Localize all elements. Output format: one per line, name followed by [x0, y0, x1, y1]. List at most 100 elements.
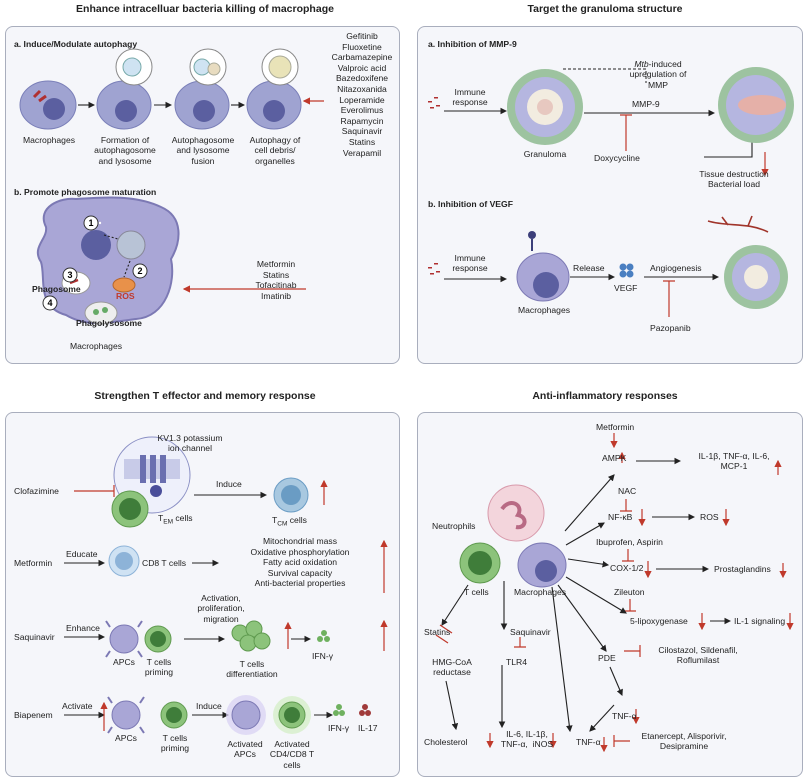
tem-sub: EM [163, 518, 173, 526]
kv13-label: KV1.3 potassium ion channel [157, 433, 223, 454]
enhance-label: Enhance [66, 623, 100, 633]
ampk-label: AMPK [602, 453, 627, 463]
saquinavir-label-br: Saquinavir [510, 627, 551, 637]
zileuton-label: Zileuton [614, 587, 645, 597]
tcm-label: TCM cells [272, 515, 307, 530]
drug-item: Verapamil [342, 147, 382, 158]
apcs-label-2: APCs [115, 733, 137, 743]
il17-icon [359, 704, 371, 716]
step-3-label: 3 [67, 270, 72, 280]
neutrophils-label: Neutrophils [432, 521, 476, 531]
subheading-phagosome: b. Promote phagosome maturation [14, 187, 157, 197]
pde-label: PDE [598, 653, 616, 663]
vascularized-granuloma-icon [707, 215, 788, 309]
nac-label: NAC [618, 486, 637, 496]
t-cell-icon [459, 542, 501, 584]
tissue-destruction-label: Tissue destruction Bacterial load [699, 169, 769, 190]
tem-label: TEM cells [158, 513, 193, 528]
title-bottom-left: Strengthen T effector and memory respons… [94, 390, 316, 402]
drug-item: Nitazoxanida [337, 83, 387, 94]
ros-label: ROS [116, 291, 135, 301]
activated-apc-icon [226, 695, 266, 735]
drug-item: Saquinavir [341, 126, 383, 137]
cholesterol-label: Cholesterol [424, 737, 468, 747]
prostaglandins-label: Prostaglandins [714, 564, 771, 574]
apc-cell-icon-2 [107, 696, 145, 734]
ifng-icon-1 [317, 630, 330, 642]
panel-autophagy-graphics: 1 2 3 4 [19, 48, 324, 325]
bacteria-icon [428, 97, 440, 275]
drug-item: Imatinib [260, 290, 292, 301]
activate-label: Activate [62, 701, 93, 711]
phagosome-label: Phagosome [32, 284, 81, 294]
panel-granuloma: a. Inhibition of MMP-9 Immune response G… [417, 26, 803, 364]
cd8-label: CD8 T cells [142, 558, 187, 568]
metabolic-effect-item: Fatty acid oxidation [262, 557, 338, 568]
hmg-coa-label: HMG-CoA reductase [432, 657, 472, 678]
cytokines-1-label: IL-1β, TNF-α, IL-6, MCP-1 [698, 451, 770, 472]
metformin-label-br: Metformin [596, 422, 635, 432]
tlr4-label: TLR4 [506, 657, 528, 667]
panel-anti-inflammatory-graphics [435, 433, 794, 753]
tem-t: T [158, 513, 164, 523]
nfkb-label: NF-κB [608, 512, 633, 522]
doxycycline-label: Doxycycline [594, 153, 640, 163]
clofazimine-label: Clofazimine [14, 486, 59, 496]
t-priming-label-2: T cells priming [160, 733, 190, 754]
drug-item: Metformin [256, 259, 296, 269]
fusion-cell-icon [174, 48, 230, 130]
drug-item: Statins [348, 136, 376, 147]
macrophages-label-vegf: Macrophages [517, 305, 571, 315]
activation-label: Activation, proliferation, migration [197, 593, 245, 624]
title-bottom-right: Anti-inflammatory responses [532, 390, 678, 402]
angiogenesis-label: Angiogenesis [650, 263, 702, 273]
granuloma-icon [507, 69, 583, 145]
metabolic-effect-item: Oxidative phosphorylation [250, 546, 350, 557]
t-cell-cluster-icon [231, 620, 271, 652]
pde-inhibitors-label: Cilostazol, Sildenafil, Roflumilast [658, 645, 738, 666]
educate-label: Educate [66, 549, 98, 559]
neutrophil-icon [487, 484, 545, 542]
panel-anti-inflammatory: Metformin AMPK IL-1β, TNF-α, IL-6, MCP-1… [417, 412, 803, 777]
cytokines-2-label: IL-6, IL-1β, TNF-α, iNOS [500, 729, 554, 750]
ibuprofen-label: Ibuprofen, Aspirin [596, 537, 663, 547]
tcm-cell-icon [273, 477, 309, 513]
macrophage-cell-icon [19, 80, 77, 130]
statins-label-br: Statins [424, 627, 451, 637]
stage-macrophages: Macrophages [22, 135, 76, 145]
stage-formation: Formation of autophagosome and lysosome [94, 135, 156, 166]
drug-item: Rapamycin [340, 115, 384, 126]
ifng-label-2: IFN-γ [328, 723, 350, 733]
tem-cell-icon [111, 490, 149, 528]
t-cells-label: T cells [464, 587, 489, 597]
kv13-channel-icon [124, 455, 180, 497]
panel-t-cells: KV1.3 potassium ion channel Clofazimine … [5, 412, 400, 777]
ifng-label-1: IFN-γ [312, 651, 334, 661]
stage-autophagy: Autophagy of cell debris/ organelles [249, 135, 301, 166]
t-differentiation-label: T cells differentiation [226, 659, 278, 680]
step-1-label: 1 [88, 218, 93, 228]
step-2-label: 2 [137, 266, 142, 276]
title-top-right: Target the granuloma structure [527, 3, 683, 15]
metabolic-effect-item: Mitochondrial mass [262, 536, 338, 546]
saquinavir-label: Saquinavir [14, 632, 55, 642]
phagosome-macrophage-icon [36, 196, 180, 325]
drug-item: Fluoxetine [342, 41, 382, 52]
macrophages-label-b: Macrophages [69, 341, 123, 351]
vegf-icon [619, 263, 634, 278]
stage-fusion: Autophagosome and lysosome fusion [171, 135, 235, 166]
immune-response-a: Immune response [452, 87, 488, 108]
pazopanib-label: Pazopanib [650, 323, 691, 333]
tnfa-label-1: TNF-α [612, 711, 637, 721]
title-top-left: Enhance intracelluar bacteria killing of… [76, 3, 334, 15]
drug-item: Carbamazepine [331, 52, 393, 63]
drug-item: Everolimus [340, 105, 384, 116]
ifng-icon-2 [333, 704, 345, 716]
subheading-vegf: b. Inhibition of VEGF [428, 199, 513, 209]
il17-label: IL-17 [358, 723, 378, 733]
mtb-italic: Mtb [634, 59, 649, 69]
t-priming-label-1: T cells priming [144, 657, 174, 678]
